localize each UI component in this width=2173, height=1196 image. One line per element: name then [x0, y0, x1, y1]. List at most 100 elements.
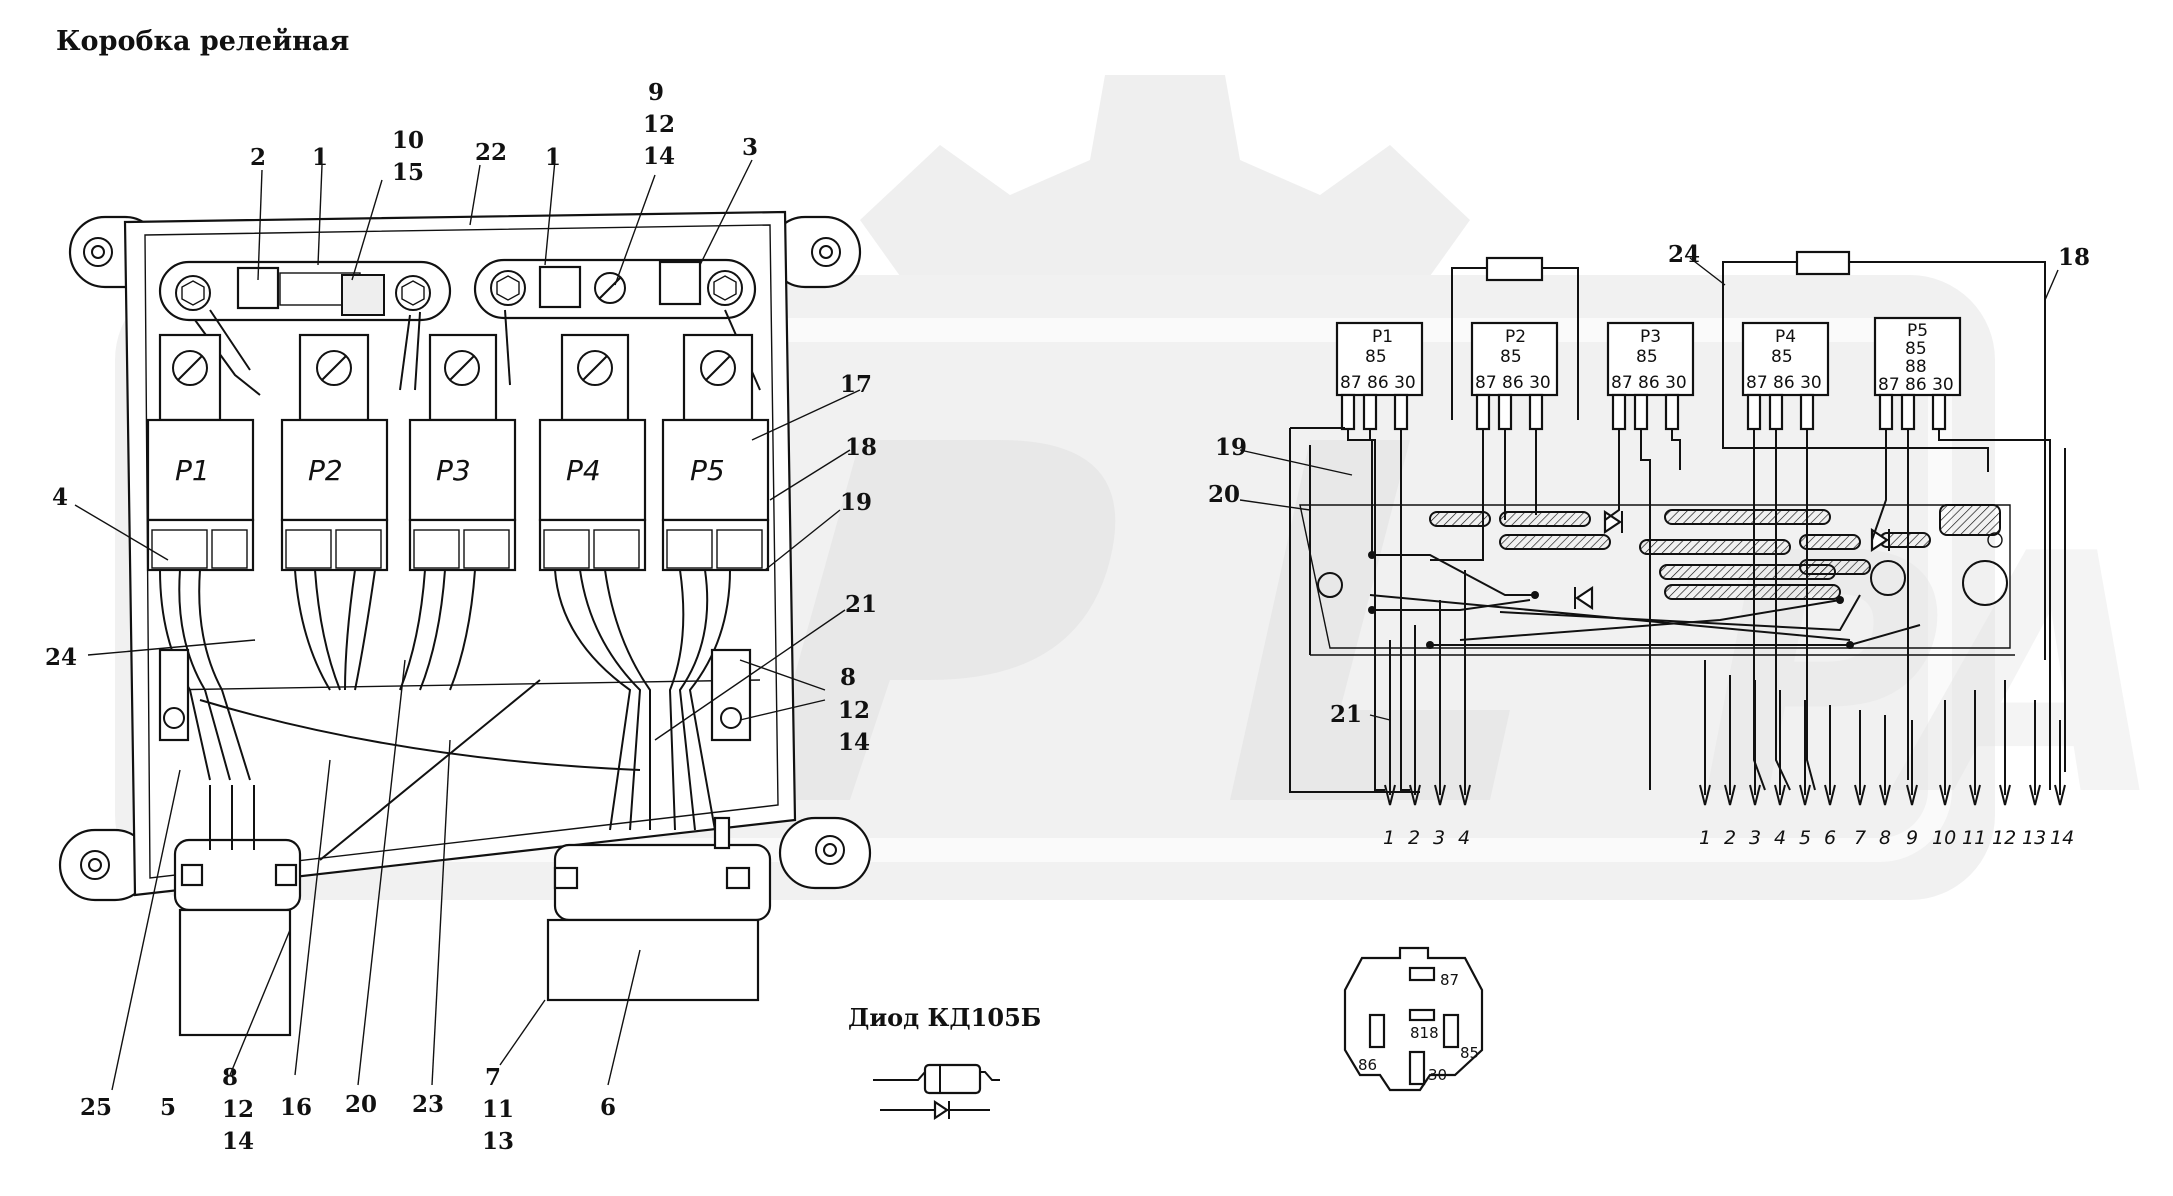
svg-text:Р2: Р2: [308, 454, 343, 487]
output-b-5: 5: [1799, 827, 1811, 849]
relay-mount-tab: [682, 333, 754, 422]
callout-3: 3: [742, 134, 758, 161]
callout-4: 4: [52, 484, 68, 511]
svg-text:Р4: Р4: [1775, 327, 1796, 347]
output-b-2: 2: [1724, 827, 1736, 849]
relay-p5: Р5: [661, 418, 770, 572]
svg-text:88: 88: [1905, 357, 1927, 377]
output-a-1: 1: [1383, 827, 1395, 849]
relay-mount-tab: [298, 333, 370, 422]
output-b-12: 12: [1992, 827, 2016, 849]
diode-icon: [1574, 585, 1594, 611]
output-group-a: [1384, 570, 1471, 806]
schematic-callout-21: 21: [1330, 701, 1362, 728]
mount-hole-icon: [83, 237, 113, 267]
output-b-9: 9: [1906, 827, 1918, 849]
pcb-hole-icon: [1317, 572, 1343, 598]
callout-9: 9: [648, 79, 664, 106]
callout-17: 17: [840, 371, 872, 398]
socket-pin-85: 85: [1460, 1044, 1479, 1062]
svg-text:87 86 30: 87 86 30: [1340, 373, 1416, 393]
output-b-1: 1: [1699, 827, 1711, 849]
callout-12: 12: [643, 111, 675, 138]
callout-14b: 14: [838, 729, 870, 756]
callout-7: 7: [485, 1064, 501, 1091]
callout-2: 2: [250, 144, 266, 171]
output-b-6: 6: [1824, 827, 1836, 849]
schematic-relay-p3: Р3 85 87 86 30: [1606, 321, 1695, 431]
callout-8: 8: [840, 664, 856, 691]
diode-symbol-icon: [880, 1099, 990, 1121]
diode-caption: Диод КД105Б: [848, 1003, 1041, 1032]
schematic-callout-20: 20: [1208, 481, 1240, 508]
svg-text:Р5: Р5: [1907, 321, 1928, 341]
callout-15: 15: [392, 159, 424, 186]
svg-text:85: 85: [1500, 347, 1522, 367]
svg-text:Р5: Р5: [690, 454, 725, 487]
relay-p2: Р2: [280, 418, 389, 572]
callout-14c: 14: [222, 1128, 254, 1155]
bolt-icon: [490, 270, 526, 306]
socket-pin-30: 30: [1428, 1066, 1447, 1084]
callout-16: 16: [280, 1094, 312, 1121]
relay-mount-tab: [158, 333, 222, 422]
callout-1b: 1: [545, 144, 561, 171]
schematic-relay-p4: Р4 85 87 86 30: [1741, 321, 1830, 431]
callout-14: 14: [643, 143, 675, 170]
pcb-board: [1299, 504, 2011, 649]
callout-25: 25: [80, 1094, 112, 1121]
callout-12c: 12: [222, 1096, 254, 1123]
output-b-13: 13: [2022, 827, 2046, 849]
pcb-hole-icon: [1962, 560, 2008, 606]
relay-p3: Р3: [408, 418, 517, 572]
schematic-relay-p5: Р5 85 88 87 86 30: [1873, 316, 1962, 431]
diode-detail: Диод КД105Б: [848, 1003, 1041, 1121]
relay-mount-tab: [428, 333, 498, 422]
relay-mount-tab: [560, 333, 630, 422]
svg-text:87 86 30: 87 86 30: [1746, 373, 1822, 393]
callout-23: 23: [412, 1091, 444, 1118]
socket-pin-87: 87: [1440, 971, 1459, 989]
mount-hole-icon: [80, 850, 110, 880]
svg-text:Р4: Р4: [566, 454, 601, 487]
svg-text:Р3: Р3: [436, 454, 471, 487]
callout-24: 24: [45, 644, 77, 671]
callout-13: 13: [482, 1128, 514, 1155]
schematic-relay-p2: Р2 85 87 86 30: [1470, 321, 1559, 431]
svg-text:87 86 30: 87 86 30: [1878, 375, 1954, 395]
callout-11: 11: [482, 1096, 514, 1123]
page-title: Коробка релейная: [56, 26, 350, 57]
svg-text:Р1: Р1: [175, 454, 210, 487]
callout-22: 22: [475, 139, 507, 166]
callout-19: 19: [840, 489, 872, 516]
callout-6: 6: [600, 1094, 616, 1121]
callout-10: 10: [392, 127, 424, 154]
svg-text:87 86 30: 87 86 30: [1475, 373, 1551, 393]
schematic-callout-24: 24: [1668, 241, 1700, 268]
svg-text:Р1: Р1: [1372, 327, 1393, 347]
callout-18: 18: [845, 434, 877, 461]
output-b-3: 3: [1749, 827, 1761, 849]
bolt-icon: [175, 275, 211, 311]
relay-p1: Р1: [146, 418, 255, 572]
output-a-2: 2: [1408, 827, 1420, 849]
socket-pin-86: 86: [1358, 1056, 1377, 1074]
relay-box-left-view: Р1 Р2 Р3 Р4 Р5: [45, 79, 877, 1155]
relay-p4: Р4: [538, 418, 647, 572]
output-b-4: 4: [1774, 827, 1786, 849]
output-a-4: 4: [1458, 827, 1470, 849]
svg-text:87 86 30: 87 86 30: [1611, 373, 1687, 393]
output-b-8: 8: [1879, 827, 1891, 849]
schematic-relay-p1: Р1 85 87 86 30: [1335, 321, 1424, 431]
mount-hole-icon: [815, 835, 845, 865]
callout-20: 20: [345, 1091, 377, 1118]
output-a-3: 3: [1433, 827, 1445, 849]
socket-pin-818: 818: [1410, 1024, 1439, 1042]
connector-6: [546, 816, 772, 1002]
schematic-callout-18: 18: [2058, 244, 2090, 271]
output-b-14: 14: [2050, 827, 2074, 849]
mount-hole-icon: [811, 237, 841, 267]
svg-text:85: 85: [1905, 339, 1927, 359]
bolt-icon: [395, 275, 431, 311]
